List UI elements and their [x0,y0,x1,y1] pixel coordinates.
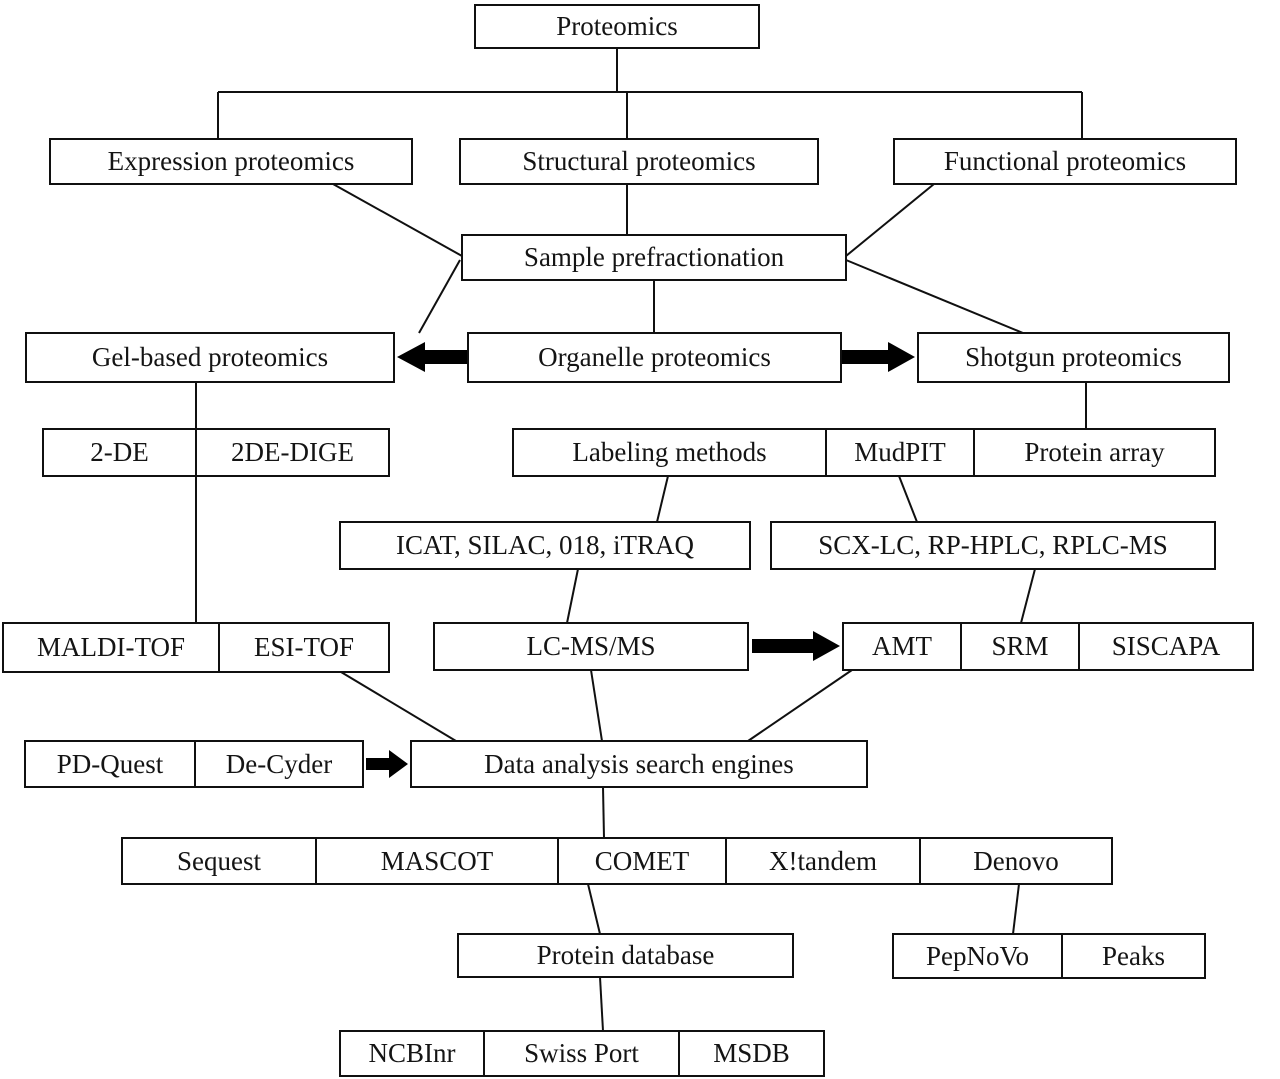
connector-labeling-icat [656,475,669,523]
cell-mascot: MASCOT [315,839,557,883]
thick-arrow-organelle-to-shotgun [842,342,915,372]
node-structural-proteomics: Structural proteomics [459,138,819,185]
node-ms-instruments: MALDI-TOF ESI-TOF [2,622,390,673]
node-separation-methods: SCX-LC, RP-HPLC, RPLC-MS [770,521,1216,570]
node-protein-database: Protein database [457,933,794,978]
cell-maldi-tof: MALDI-TOF [37,632,185,662]
thick-arrow-organelle-to-gelbased [397,342,467,372]
cell-pepnovo: PepNoVo [925,940,1030,971]
connector-denovo-pepnovo [1012,883,1020,935]
connector-sample-gelbased [418,259,461,334]
connector-comet-proteindb [587,883,601,935]
node-sample-prefractionation: Sample prefractionation [461,234,847,281]
node-labeling-reagents: ICAT, SILAC, 018, iTRAQ [339,521,751,570]
cell-peaks: Peaks [1061,935,1204,977]
node-data-analysis-search-engines: Data analysis search engines [410,740,868,788]
node-gel-methods: 2-DE 2DE-DIGE [42,428,390,477]
connector-functional-sample [845,183,935,257]
cell-msdb: MSDB [678,1032,823,1075]
cell-comet: COMET [557,839,725,883]
node-shotgun-methods: Labeling methods MudPIT Protein array [512,428,1216,477]
connector-scx-srm [1020,568,1036,624]
node-denovo-tools: PepNoVo Peaks [892,933,1206,979]
cell-mudpit: MudPIT [825,430,973,475]
cell-labeling-methods: Labeling methods [572,437,767,467]
connector-esitof-dataanalysis [340,671,457,742]
node-shotgun-proteomics: Shotgun proteomics [917,332,1230,383]
node-proteomics: Proteomics [474,4,760,49]
connector-expression-sample [332,183,463,257]
cell-srm: SRM [960,624,1078,669]
connector-sample-shotgun [845,259,1024,334]
cell-ncbinr: NCBInr [368,1038,456,1068]
connector-icat-lcmsms [566,568,579,624]
node-lc-ms-ms: LC-MS/MS [433,622,749,671]
node-databases: NCBInr Swiss Port MSDB [339,1030,825,1077]
connector-mudpit-scx [898,475,918,523]
connector-lcmsms-dataanalysis [590,669,603,742]
node-targeted-methods: AMT SRM SISCAPA [842,622,1254,671]
cell-sequest: Sequest [177,845,261,876]
cell-x-tandem: X!tandem [725,839,919,883]
connector-proteindb-databases [599,976,604,1032]
thick-arrow-lcmsms-to-amt [752,631,840,661]
cell-esi-tof: ESI-TOF [218,624,388,671]
cell-2de-dige: 2DE-DIGE [195,430,388,475]
cell-swiss-port: Swiss Port [483,1032,678,1075]
cell-amt: AMT [872,631,932,661]
node-expression-proteomics: Expression proteomics [49,138,413,185]
cell-denovo: Denovo [919,839,1111,883]
cell-de-cyder: De-Cyder [194,742,362,786]
thick-arrow-decyder-to-dataanalysis [366,750,408,778]
cell-siscapa: SISCAPA [1078,624,1252,669]
cell-pd-quest: PD-Quest [56,748,164,779]
node-search-engines: Sequest MASCOT COMET X!tandem Denovo [121,837,1113,885]
node-organelle-proteomics: Organelle proteomics [467,332,842,383]
node-gel-analysis-tools: PD-Quest De-Cyder [24,740,364,788]
node-gel-based-proteomics: Gel-based proteomics [25,332,395,383]
connector-amt-dataanalysis [747,669,853,742]
cell-2-de: 2-DE [90,437,149,467]
cell-protein-array: Protein array [973,430,1214,475]
node-functional-proteomics: Functional proteomics [893,138,1237,185]
connector-dataanalysis-engines [602,786,605,839]
